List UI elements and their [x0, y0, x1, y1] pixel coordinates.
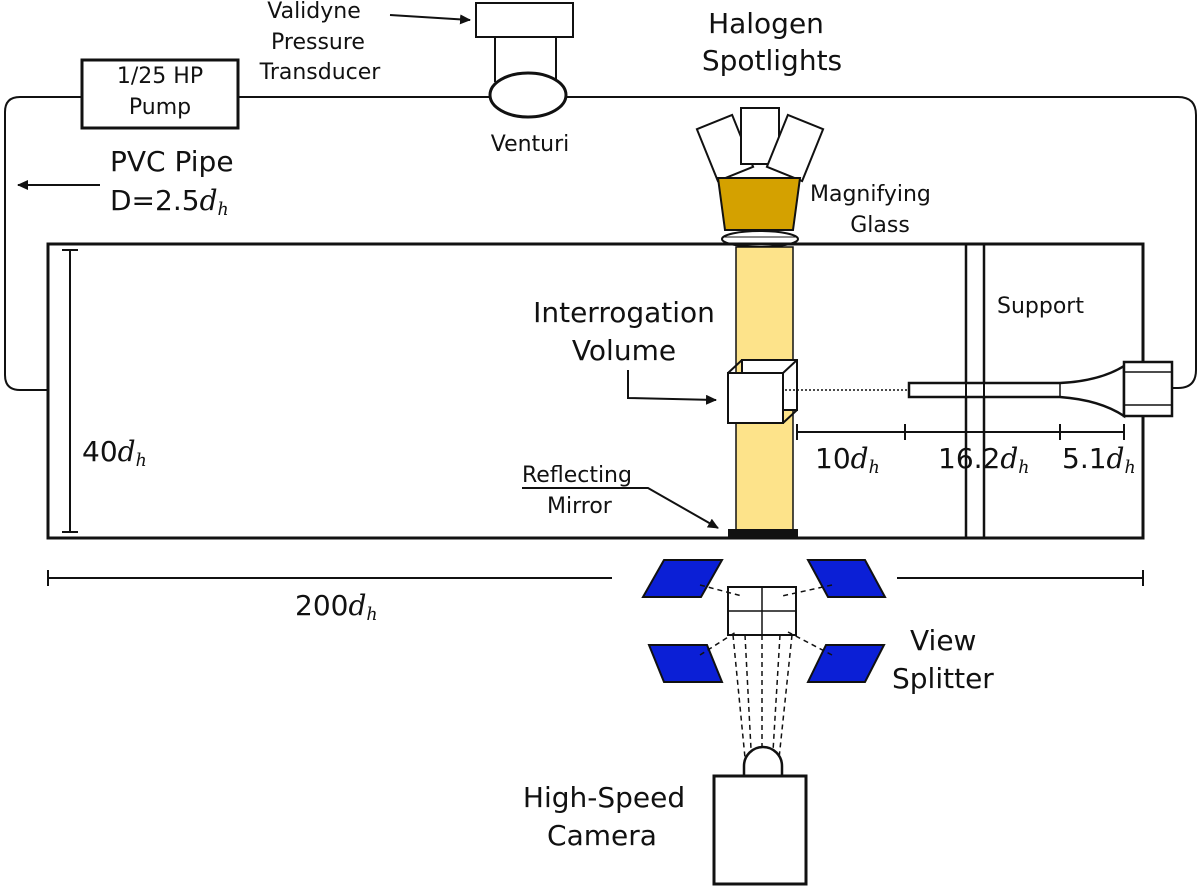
magnifying-label-line2: Glass [850, 213, 910, 238]
spotlight-right [765, 113, 825, 183]
pump-box [80, 58, 240, 130]
magnifying-funnel [716, 177, 802, 231]
pump-label-line1: 1/25 HP [116, 64, 204, 89]
pvc-diameter-label: D=2.5dh [110, 184, 229, 220]
view-splitter-label-line1: View [910, 624, 977, 657]
pvc-pipe-label: PVC Pipe [110, 145, 234, 178]
splitter-mirror-top-left [641, 559, 724, 598]
dimension-10dh: 10dh [815, 442, 880, 478]
venturi-shape [488, 71, 568, 119]
camera-lens [742, 745, 784, 778]
support-label: Support [997, 294, 1084, 319]
camera-label-line2: Camera [547, 819, 657, 852]
jet-pipe [907, 363, 1126, 419]
pump-label-line2: Pump [128, 95, 192, 120]
splitter-mirror-top-right [806, 559, 887, 598]
interrogation-label-line1: Interrogation [533, 296, 715, 329]
splitter-mirror-bottom-left [647, 644, 724, 683]
channel-height-label: 40dh [82, 435, 147, 471]
dimension-16dh: 16.2dh [938, 442, 1030, 478]
halogen-label-line2: Spotlights [701, 44, 843, 77]
pipe-fitting [1122, 360, 1174, 418]
dimension-5dh: 5.1dh [1062, 442, 1136, 478]
reflecting-label-line2: Mirror [547, 494, 612, 519]
transducer-arrow [389, 14, 471, 25]
camera-label-line1: High-Speed [522, 781, 686, 814]
interrogation-arrow [627, 370, 717, 405]
return-pipe [4, 96, 1197, 391]
magnifying-label-line1: Magnifying [810, 182, 931, 207]
halogen-label-line1: Halogen [708, 7, 824, 40]
interrogation-label-line2: Volume [571, 334, 677, 367]
view-splitter-label-line2: Splitter [892, 662, 994, 695]
validyne-label-line1: Validyne [267, 0, 361, 24]
validyne-label-line2: Pressure [271, 30, 365, 55]
splitter-mirror-bottom-right [806, 644, 886, 683]
reflecting-label-line1: Reflecting [522, 463, 632, 488]
pressure-transducer-box [475, 2, 574, 38]
validyne-label-line3: Transducer [259, 60, 381, 85]
reflecting-mirror [728, 529, 798, 538]
venturi-label: Venturi [490, 132, 570, 157]
camera-body [712, 774, 808, 886]
channel-length-label: 200dh [295, 589, 378, 625]
interrogation-volume-cube [727, 359, 798, 424]
